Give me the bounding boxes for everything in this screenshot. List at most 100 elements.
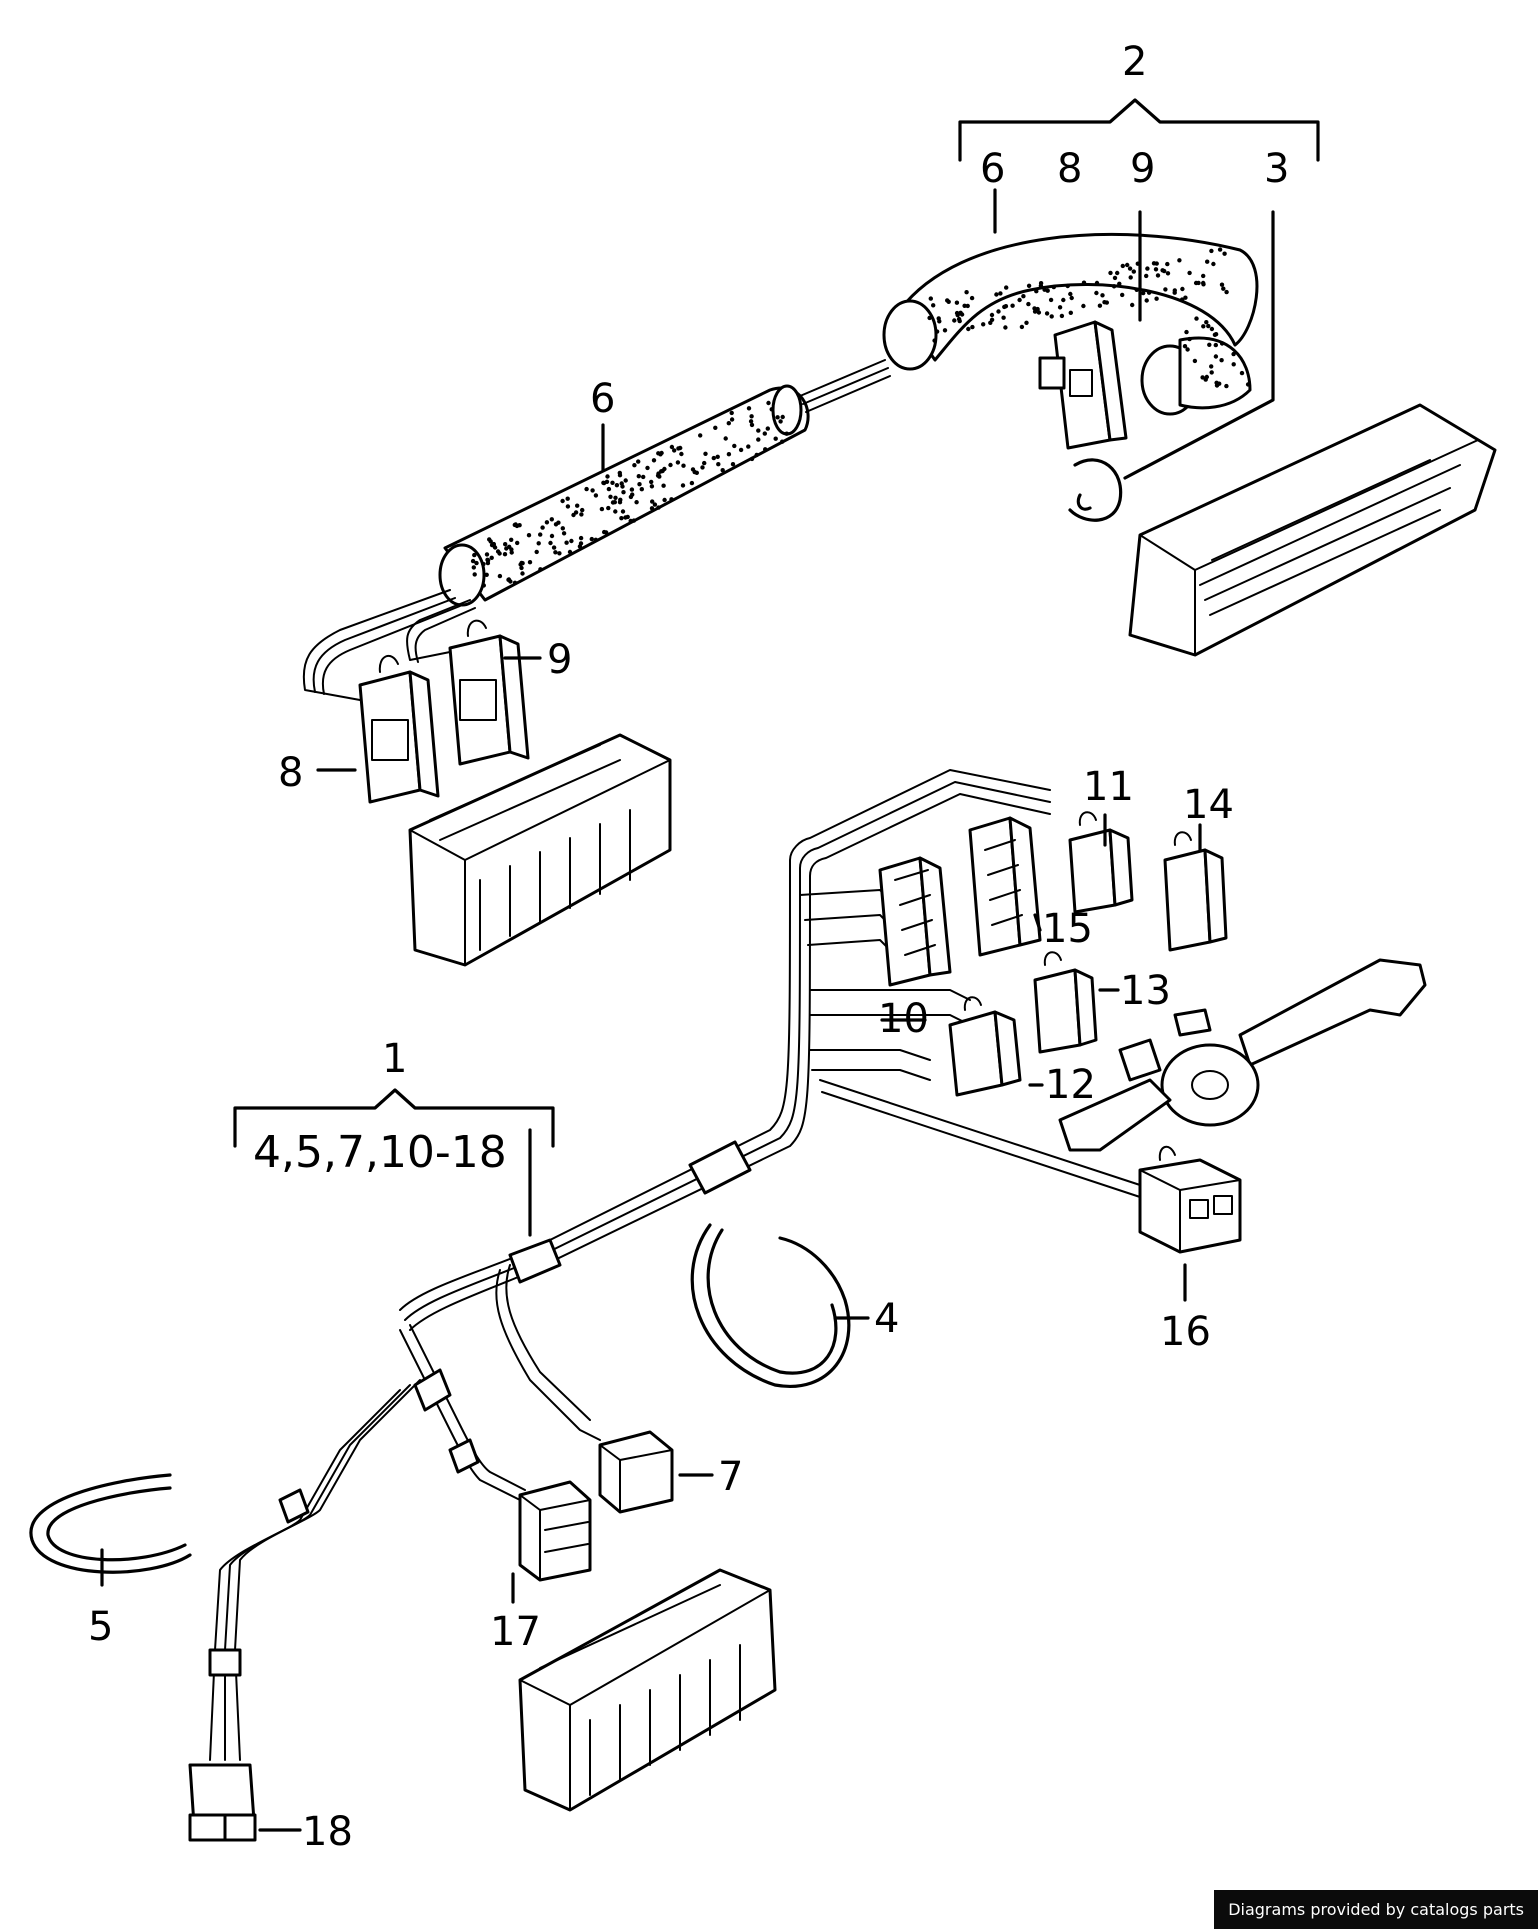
sleeve-main bbox=[438, 384, 810, 607]
sleeve-dot bbox=[623, 515, 628, 520]
label-18: 18 bbox=[302, 1809, 353, 1855]
connector-15 bbox=[968, 816, 1042, 957]
sleeve-dot bbox=[1214, 380, 1219, 385]
sleeve-dot bbox=[519, 565, 524, 571]
sleeve-dot bbox=[549, 517, 554, 522]
sleeve-dot bbox=[1112, 275, 1118, 281]
sleeve-dot bbox=[1065, 283, 1070, 289]
sleeve-dot bbox=[780, 414, 785, 420]
sleeve-dot bbox=[567, 549, 573, 555]
sleeve-dot bbox=[1115, 270, 1120, 276]
sleeve-dot bbox=[966, 326, 971, 332]
sleeve-dot bbox=[579, 512, 584, 517]
sleeve-dot bbox=[509, 537, 514, 542]
sleeve-dot bbox=[649, 484, 655, 489]
sleeve-dot bbox=[630, 492, 635, 497]
sleeve-dot bbox=[636, 459, 641, 464]
sleeve-dot bbox=[996, 309, 1001, 314]
sleeve-dot bbox=[748, 419, 754, 424]
label-17: 17 bbox=[490, 1609, 541, 1655]
sleeve-dot bbox=[553, 550, 558, 555]
wire-bundle-lower bbox=[209, 769, 1141, 1761]
sleeve-dot bbox=[650, 499, 655, 504]
sleeve-dot bbox=[989, 312, 995, 318]
sleeve-dot bbox=[637, 482, 642, 487]
sleeve-dot bbox=[1206, 323, 1211, 329]
sleeve-dot bbox=[1187, 270, 1192, 276]
sleeve-dot bbox=[1081, 280, 1087, 285]
sleeve-dot bbox=[756, 428, 761, 433]
sleeve-dot bbox=[957, 318, 962, 324]
sleeve-dot bbox=[623, 478, 628, 483]
sleeve-dot bbox=[649, 479, 654, 485]
sleeve-dot bbox=[662, 466, 667, 472]
sleeve-dot bbox=[1097, 303, 1103, 308]
sleeve-dot bbox=[1172, 290, 1177, 295]
sleeve-dot bbox=[551, 545, 557, 550]
sleeve-dot bbox=[1035, 306, 1040, 312]
sleeve-dot bbox=[749, 422, 755, 428]
sleeve-dot bbox=[512, 580, 518, 585]
sleeve-dot bbox=[565, 504, 571, 509]
sleeve-dot bbox=[561, 531, 567, 536]
sleeve-dot bbox=[620, 509, 626, 514]
label-12: 12 bbox=[1045, 1062, 1096, 1108]
sleeve-dot bbox=[1184, 329, 1189, 335]
sleeve-dot bbox=[729, 410, 734, 416]
sleeve-dot bbox=[661, 483, 666, 488]
sleeve-dot bbox=[617, 473, 623, 478]
callout-lines bbox=[100, 98, 1320, 1832]
sleeve-dot bbox=[504, 546, 509, 551]
sleeve-dot bbox=[937, 319, 942, 324]
sleeve-dot bbox=[1213, 342, 1219, 348]
sleeve-dot bbox=[1049, 314, 1054, 319]
label-group: 4,5,7,10-18 bbox=[253, 1127, 507, 1178]
sleeve-dot bbox=[540, 525, 545, 530]
sleeve-dot bbox=[672, 448, 677, 453]
hose-clamp-5 bbox=[29, 1473, 192, 1574]
sleeve-dot bbox=[678, 445, 683, 451]
sleeve-dot bbox=[1051, 284, 1057, 290]
sleeve-dot bbox=[729, 417, 735, 422]
sleeve-dot bbox=[1201, 273, 1206, 279]
sleeve-dot bbox=[1209, 364, 1214, 369]
sleeve-dot bbox=[1209, 248, 1214, 254]
sleeve-dot bbox=[605, 474, 610, 479]
sleeve-dot bbox=[1021, 294, 1026, 299]
label-5: 5 bbox=[88, 1604, 113, 1650]
sleeve-dot bbox=[651, 458, 657, 463]
sleeve-dot bbox=[1224, 383, 1229, 389]
sleeve-dot bbox=[1061, 297, 1066, 303]
connector-8 bbox=[358, 654, 440, 804]
sleeve-dot bbox=[766, 400, 771, 406]
sleeve-dot bbox=[536, 541, 541, 546]
sleeve-dot bbox=[1224, 289, 1229, 295]
sleeve-dot bbox=[1201, 282, 1206, 287]
sleeve-dot bbox=[1024, 320, 1029, 325]
sleeve-dot bbox=[1180, 286, 1185, 292]
sleeve-dot bbox=[689, 480, 695, 486]
sleeve-dot bbox=[593, 493, 599, 498]
sleeve-dot bbox=[1205, 259, 1210, 264]
sleeve-dot bbox=[489, 555, 494, 560]
sleeve-dot bbox=[1010, 303, 1015, 308]
label-8-connector: 8 bbox=[278, 750, 303, 796]
sleeve-dot bbox=[723, 436, 728, 441]
sleeve-dot bbox=[1108, 270, 1113, 276]
sleeve-dot bbox=[1245, 382, 1251, 387]
instrument-cluster bbox=[1128, 403, 1497, 657]
sleeve-dot bbox=[527, 560, 533, 565]
sleeve-dot bbox=[1036, 310, 1042, 315]
sleeve-dot bbox=[970, 324, 975, 330]
sleeve-dot bbox=[1131, 269, 1137, 274]
sleeve-dot bbox=[610, 500, 616, 505]
sleeve-dot bbox=[1102, 300, 1107, 305]
sleeve-dot bbox=[474, 560, 479, 566]
sleeve-dot bbox=[1231, 351, 1236, 357]
sleeve-dot bbox=[1153, 267, 1159, 272]
sleeve-dot bbox=[732, 443, 737, 449]
sleeve-dot bbox=[668, 462, 673, 468]
sleeve-dot bbox=[606, 486, 612, 492]
sleeve-dot bbox=[1144, 273, 1149, 279]
sleeve-dot bbox=[544, 520, 550, 525]
